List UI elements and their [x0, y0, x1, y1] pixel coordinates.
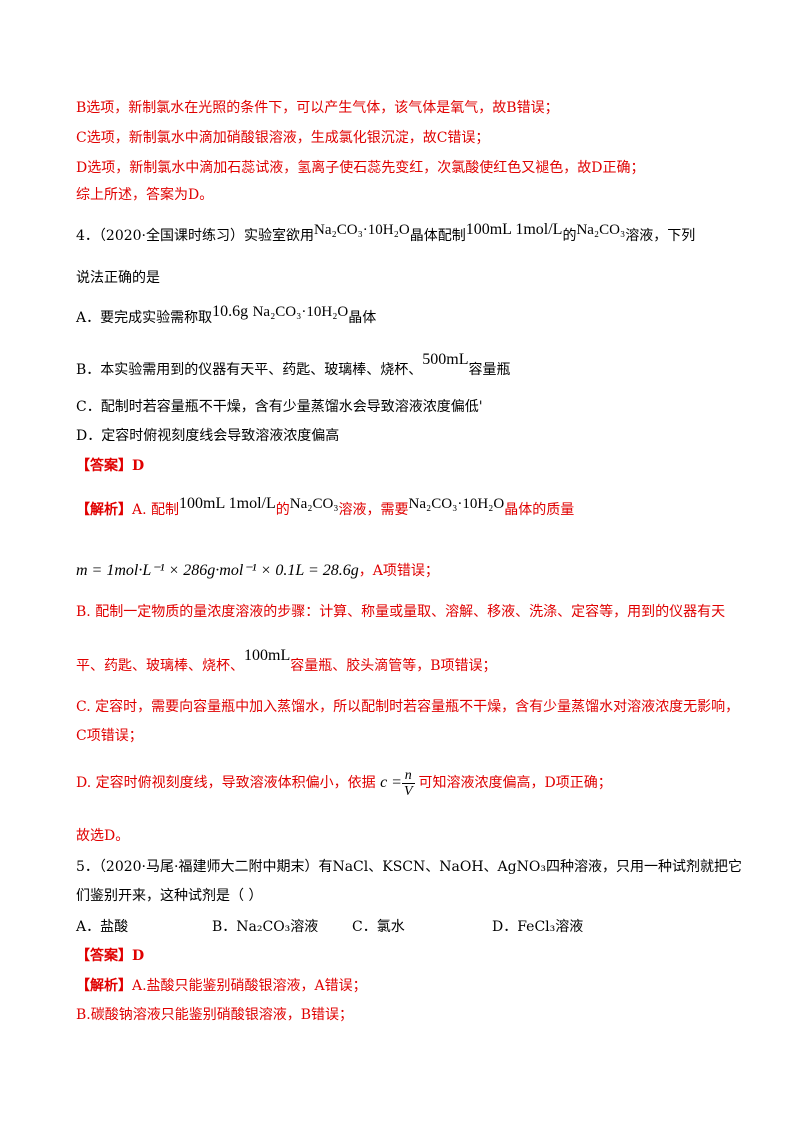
q4-option-b-prefix: B．本实验需用到的仪器有天平、药匙、玻璃棒、烧杯、: [76, 362, 423, 378]
q4-option-b-suffix: 容量瓶: [468, 362, 511, 378]
q4-stem-line1: 4．（2020·全国课时练习）实验室欲用Na₂CO₃·10H₂O晶体配制100m…: [76, 221, 696, 246]
prev-exp-d: D选项，新制氯水中滴加石蕊试液，氢离子使石蕊先变红，次氯酸使红色又褪色，故D正确…: [76, 160, 645, 176]
prev-summary: 综上所述，答案为D。: [76, 187, 214, 203]
q4-exp-a-conc: 100mL 1mol/L: [179, 495, 276, 512]
q4-exp-label: 【解析】: [76, 502, 132, 518]
q4-option-b: B．本实验需用到的仪器有天平、药匙、玻璃棒、烧杯、500mL容量瓶: [76, 351, 511, 380]
q4-option-a-mass: 10.6g: [212, 303, 249, 320]
q4-calc-tail: ，A项错误；: [358, 563, 439, 579]
q4-option-a: A．要完成实验需称取10.6g Na₂CO₃·10H₂O晶体: [76, 303, 377, 328]
q4-number: 4．: [76, 228, 99, 244]
q4-exp-d-lhs: c =: [380, 774, 402, 791]
prev-exp-c: C选项，新制氯水中滴加硝酸银溶液，生成氯化银沉淀，故C错误；: [76, 130, 490, 146]
q4-option-c: C．配制时若容量瓶不干燥，含有少量蒸馏水会导致溶液浓度偏低': [76, 399, 483, 415]
q5-answer: 【答案】D: [76, 948, 145, 964]
q5-number: 5．: [76, 859, 99, 875]
q4-exp-b-vol: 100mL: [244, 647, 291, 664]
q4-exp-a-de: 的: [275, 502, 290, 518]
q5-options: A．盐酸 B．Na₂CO₃溶液 C．氯水 D．FeCl₃溶液: [76, 917, 583, 937]
q4-exp-b-1: B. 配制一定物质的量浓度溶液的步骤：计算、称量或量取、溶解、移液、洗涤、定容等…: [76, 604, 726, 620]
q4-exp-d-1: D. 定容时俯视刻度线，导致溶液体积偏小，依据: [76, 775, 376, 791]
q5-stem-line1: 5．（2020·马尾·福建师大二附中期末）有NaCl、KSCN、NaOH、AgN…: [76, 857, 742, 877]
q5-exp-a: 【解析】A.盐酸只能鉴别硝酸银溶液，A错误；: [76, 976, 367, 996]
q4-stem-line2: 说法正确的是: [76, 270, 160, 286]
q5-option-a: A．盐酸: [76, 919, 129, 935]
q4-exp-c-1: C. 定容时，需要向容量瓶中加入蒸馏水，所以配制时若容量瓶不干燥，含有少量蒸馏水…: [76, 699, 740, 715]
q4-exp-a-need: 溶液，需要: [338, 502, 409, 518]
q4-exp-d-2: 可知溶液浓度偏高，D项正确；: [418, 775, 612, 791]
q4-option-a-formula: Na₂CO₃·10H₂O: [252, 304, 349, 320]
q5-exp-b: B.碳酸钠溶液只能鉴别硝酸银溶液，B错误；: [76, 1007, 354, 1023]
q4-exp-b-2a: 平、药匙、玻璃棒、烧杯、: [76, 658, 244, 674]
q4-calc-eq: m = 1mol·L⁻¹ × 286g·mol⁻¹ × 0.1L = 28.6g: [76, 562, 359, 579]
q4-conclusion: 故选D。: [76, 828, 130, 844]
q4-conc: 100mL 1mol/L: [465, 221, 563, 238]
q4-exp-c-2: C项错误；: [76, 728, 143, 744]
q4-option-a-suffix: 晶体: [348, 310, 377, 326]
q5-stem1: （2020·马尾·福建师大二附中期末）有NaCl、KSCN、NaOH、AgNO₃…: [98, 859, 742, 875]
q4-exp-b-2b: 容量瓶、胶头滴管等，B项错误；: [290, 658, 497, 674]
q4-exp-b-2: 平、药匙、玻璃棒、烧杯、100mL容量瓶、胶头滴管等，B项错误；: [76, 647, 497, 676]
q5-exp-label: 【解析】: [76, 978, 132, 994]
q4-exp-d-den: V: [403, 783, 413, 799]
q5-option-b: B．Na₂CO₃溶液: [212, 919, 319, 935]
q5-option-c: C．氯水: [352, 919, 405, 935]
q4-exp-a-formula2: Na₂CO₃·10H₂O: [408, 496, 505, 512]
q4-option-a-prefix: A．要完成实验需称取: [76, 310, 213, 326]
q4-option-d: D．定容时俯视刻度线会导致溶液浓度偏高: [76, 428, 340, 444]
q4-exp-d-num: n: [401, 768, 415, 784]
q5-option-d: D．FeCl₃溶液: [492, 919, 584, 935]
q4-formula-crystal: Na₂CO₃·10H₂O: [314, 222, 410, 238]
q4-calc-line: m = 1mol·L⁻¹ × 286g·mol⁻¹ × 0.1L = 28.6g…: [76, 561, 439, 581]
q4-exp-a-mass: 晶体的质量: [504, 502, 575, 518]
q4-option-b-vol: 500mL: [422, 351, 469, 368]
q5-exp-a-text: A.盐酸只能鉴别硝酸银溶液，A错误；: [132, 978, 367, 994]
q4-formula-na2co3: Na₂CO₃: [576, 222, 626, 238]
q4-text: 晶体配制: [409, 228, 466, 244]
prev-exp-b: B选项，新制氯水在光照的条件下，可以产生气体，该气体是氧气，故B错误；: [76, 100, 559, 116]
q4-exp-a-1: A. 配制: [132, 502, 180, 518]
q5-stem-line2: 们鉴别开来，这种试剂是（ ）: [76, 888, 263, 904]
q4-text-de: 的: [562, 228, 577, 244]
q4-answer: 【答案】D: [76, 458, 145, 474]
q4-source: （2020·全国课时练习）实验室欲用: [98, 228, 315, 244]
q4-exp-a-formula: Na₂CO₃: [289, 496, 339, 512]
q4-text-tail: 溶液，下列: [625, 228, 696, 244]
q4-exp-a: 【解析】A. 配制100mL 1mol/L的Na₂CO₃溶液，需要Na₂CO₃·…: [76, 495, 575, 520]
